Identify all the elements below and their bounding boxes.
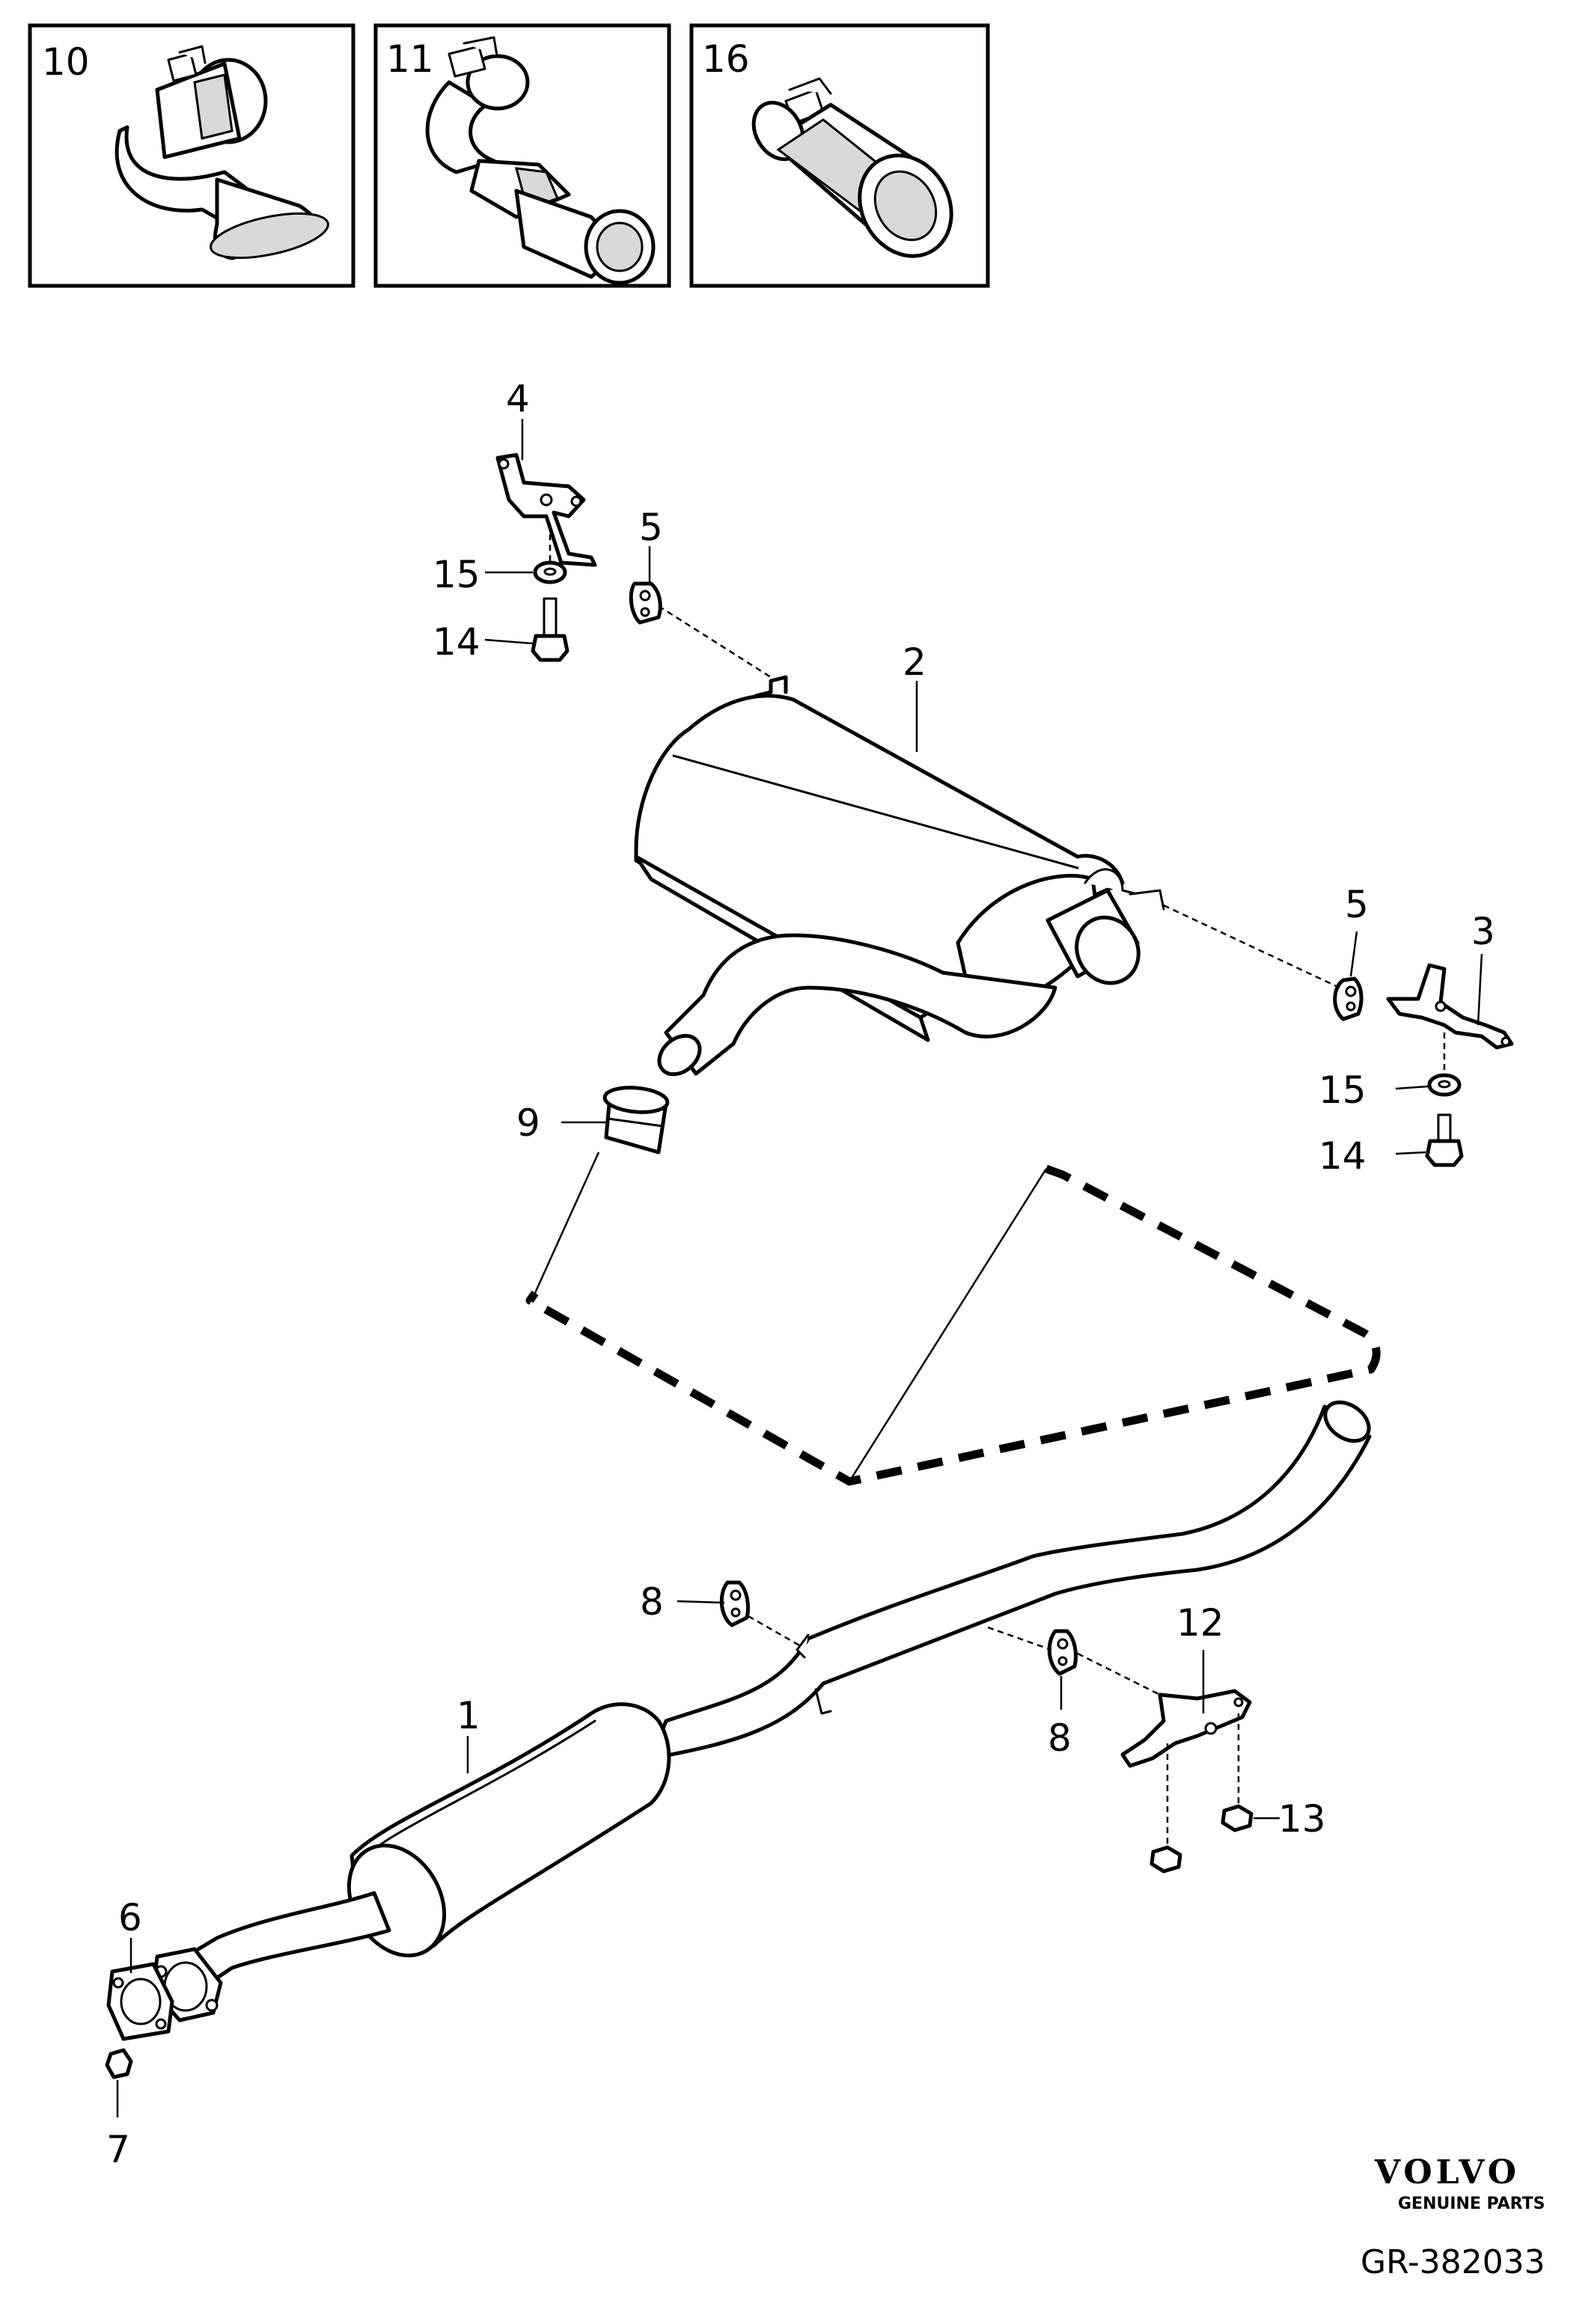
assembly-line-5-right: [1163, 904, 1340, 989]
muffler-inlet-pipe: [657, 933, 1057, 1077]
callout-8-upper: 8: [640, 1580, 664, 1624]
tailpipe-10-drawing: [114, 45, 329, 260]
brand-name: VOLVO: [1374, 2153, 1520, 2192]
inset-label-16: 16: [702, 37, 750, 81]
callout-14-right: 14: [1319, 1134, 1366, 1178]
assembly-line-8-upper: [748, 1615, 801, 1648]
callout-1: 1: [456, 1694, 480, 1737]
flange-gasket-6[interactable]: [106, 1962, 174, 2041]
callout-3: 3: [1471, 910, 1495, 953]
callout-9: 9: [516, 1101, 540, 1145]
callout-6: 6: [118, 1896, 142, 1939]
callout-7: 7: [106, 2128, 130, 2171]
assembly-line-8-12: [1077, 1652, 1168, 1700]
washer-15-right[interactable]: [1427, 1073, 1462, 1097]
pipe-connection-outline: [525, 1164, 1381, 1486]
assembly-line-5-muffler: [658, 605, 772, 679]
callout-12: 12: [1176, 1601, 1224, 1645]
callout-4: 4: [506, 377, 530, 421]
volvo-genuine-parts-logo: VOLVO GENUINE PARTS: [1374, 2153, 1545, 2213]
callout-leaders: [116, 419, 1483, 2117]
washer-15-upper[interactable]: [533, 560, 567, 584]
inset-tailpipe-10[interactable]: 10: [28, 23, 355, 288]
flange-nut-13-a[interactable]: [1221, 1804, 1253, 1832]
inset-tailpipe-16[interactable]: 16: [689, 23, 990, 288]
inset-label-11: 11: [386, 37, 434, 81]
callout-2: 2: [903, 640, 926, 684]
brand-tagline: GENUINE PARTS: [1398, 2195, 1545, 2213]
inset-label-10: 10: [42, 40, 90, 84]
rubber-hanger-8-lower[interactable]: [1047, 1629, 1078, 1676]
bolt-14-right[interactable]: [1425, 1113, 1464, 1167]
connection-line-left: [534, 1152, 600, 1294]
bolt-14-upper[interactable]: [531, 597, 569, 662]
callout-14-upper: 14: [433, 620, 480, 664]
rubber-hanger-8-upper[interactable]: [719, 1580, 751, 1627]
assembly-line-pipe-8: [987, 1626, 1052, 1651]
hanger-bracket-3[interactable]: [1386, 963, 1514, 1050]
flange-nut-7[interactable]: [105, 2048, 133, 2079]
callout-8-lower: 8: [1048, 1716, 1072, 1760]
connection-line-mid: [848, 1168, 1048, 1482]
callout-15-right: 15: [1319, 1068, 1366, 1112]
coupling-sleeve-9[interactable]: [602, 1085, 670, 1155]
flange-nut-13-b[interactable]: [1149, 1845, 1182, 1874]
tailpipe-11-drawing: [425, 36, 656, 285]
callout-13: 13: [1278, 1797, 1326, 1841]
rubber-hanger-5-upper[interactable]: [629, 581, 662, 625]
rubber-hanger-5-right[interactable]: [1333, 976, 1364, 1021]
inset-tailpipe-11[interactable]: 11: [373, 23, 671, 288]
hanger-bracket-12[interactable]: [1120, 1689, 1252, 1768]
hanger-bracket-4[interactable]: [495, 453, 597, 567]
callout-5-upper: 5: [639, 506, 663, 549]
diagram-reference: GR-382033: [1361, 2243, 1545, 2281]
tailpipe-16-drawing: [751, 77, 953, 258]
callout-15-upper: 15: [433, 553, 480, 596]
callout-5-right: 5: [1345, 883, 1369, 926]
